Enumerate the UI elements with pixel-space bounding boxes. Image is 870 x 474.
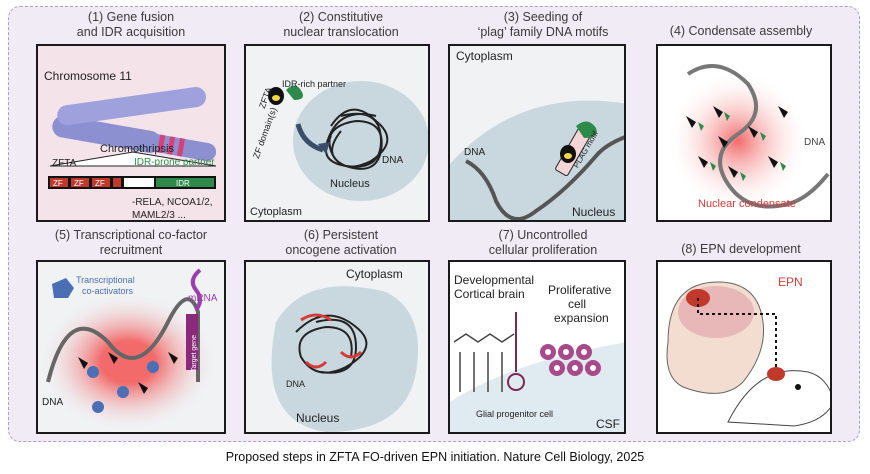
coactivator-label-1: Transcriptional (76, 275, 135, 285)
panel-4-title: (4) Condensate assembly (636, 24, 846, 39)
prolif-label-2: cell (568, 297, 587, 311)
dna-label: DNA (286, 379, 306, 389)
nucleus-label: Nucleus (330, 178, 370, 190)
dev-label-1: Developmental (454, 273, 535, 287)
panel-1-title: (1) Gene fusion and IDR acquisition (26, 10, 236, 40)
partners-line1: -RELA, NCOA1/2, (132, 197, 213, 208)
epn-label: EPN (778, 275, 803, 289)
panel-2-box: IDR-rich partner ZFTA ZF domain(s) DNA N… (244, 44, 430, 222)
panel-1-title-line2: and IDR acquisition (76, 25, 186, 39)
nucleus-label: Nucleus (296, 411, 340, 425)
idr-rich-label: IDR-rich partner (282, 79, 347, 89)
nucleus-icon (268, 81, 428, 201)
panel-8-title: (8) EPN development (636, 242, 846, 257)
panel-4-box: DNA Nuclear condensate (656, 44, 832, 222)
protein-icon (286, 85, 303, 100)
panel-3-title-line1: (3) Seeding of (503, 10, 583, 24)
panel-7-title-line1: (7) Uncontrolled (498, 228, 588, 242)
prolif-label-3: expansion (554, 311, 609, 325)
panel-3-title: (3) Seeding of ‘plag’ family DNA motifs (438, 10, 648, 40)
dna-label: DNA (464, 147, 486, 158)
zfta-label: ZFTA (52, 158, 77, 169)
chromothripsis-label: Chromothripsis (100, 143, 174, 155)
panel-5-title-line1: (5) Transcriptional co-factor (54, 228, 208, 242)
chromosome-icon (48, 87, 217, 189)
dna-label: DNA (382, 155, 404, 166)
panel-5-title: (5) Transcriptional co-factor recruitmen… (26, 228, 236, 258)
dna-label: DNA (42, 397, 64, 408)
panel-8-box: EPN (656, 260, 832, 434)
panel-4-title-line1: (4) Condensate assembly (669, 24, 813, 38)
nucleus-label: Nucleus (572, 205, 616, 219)
mrna-label: mRNA (188, 293, 218, 304)
panel-1-box: Chromosome 11 Chromothripsis ZFTA IDR-pr… (36, 44, 226, 222)
panel-2-title-line2: nuclear translocation (283, 25, 399, 39)
glial-label: Glial progenitor cell (476, 409, 554, 419)
panel-3-title-line2: ‘plag’ family DNA motifs (477, 25, 609, 39)
panel-6-box: Cytoplasm DNA Nucleus (244, 260, 430, 434)
protein-icon (576, 121, 597, 138)
csf-label: CSF (596, 417, 620, 431)
idr-partner-label: IDR-prone partner (134, 157, 215, 168)
proliferating-cell-icon (540, 344, 601, 376)
partners-line2: MAML2/3 ... (132, 210, 186, 221)
zf-domain-3: ZF (95, 179, 105, 188)
panel-8-title-line1: (8) EPN development (681, 242, 801, 256)
panel-2-title-line1: (2) Constitutive (298, 10, 384, 24)
figure-caption: Proposed steps in ZFTA FO-driven EPN ini… (225, 450, 645, 464)
panel-6-title-line2: oncogene activation (285, 243, 397, 257)
dna-label: DNA (804, 137, 826, 148)
panel-7-box: Developmental Cortical brain Proliferati… (448, 260, 626, 434)
chromosome-label: Chromosome 11 (44, 69, 132, 83)
condensate-icon (666, 64, 830, 213)
panel-7-title: (7) Uncontrolled cellular proliferation (438, 228, 648, 258)
panel-1-title-line1: (1) Gene fusion (87, 10, 175, 24)
zf-domain-1: ZF (53, 179, 63, 188)
idr-domain: IDR (176, 179, 190, 188)
cytoplasm-label: Cytoplasm (456, 49, 513, 63)
coactivator-label-2: co-activators (82, 286, 134, 296)
neuron-icon (450, 312, 624, 432)
prolif-label-1: Proliferative (548, 283, 612, 297)
zf-domain-2: ZF (74, 179, 84, 188)
target-gene-label: Target gene (191, 335, 198, 372)
nucleus-icon (271, 286, 418, 432)
panel-5-title-line2: recruitment (99, 243, 163, 257)
panel-2-title: (2) Constitutive nuclear translocation (236, 10, 446, 40)
dna-strand-icon (450, 100, 624, 220)
coactivator-icon (38, 268, 218, 432)
panel-5-box: Transcriptional co-activators mRNA DNA T… (36, 260, 226, 434)
dev-label-2: Cortical brain (454, 287, 525, 301)
panel-6-title: (6) Persistent oncogene activation (236, 228, 446, 258)
cytoplasm-label: Cytoplasm (250, 206, 302, 218)
panel-7-title-line2: cellular proliferation (488, 243, 598, 257)
panel-6-title-line1: (6) Persistent (303, 228, 379, 242)
child-head-icon (666, 281, 830, 427)
panel-3-box: Cytoplasm DNA PLAG motif Nucleus (448, 44, 626, 222)
cytoplasm-label: Cytoplasm (346, 267, 403, 281)
condensate-label: Nuclear condensate (698, 198, 796, 210)
mouse-icon (727, 367, 830, 427)
